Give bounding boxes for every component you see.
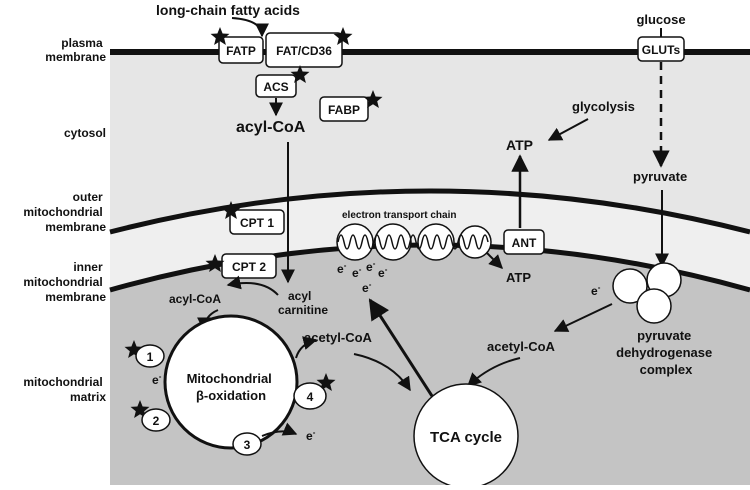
glycolysis-to-atp-arrow (547, 118, 589, 141)
carnitine-to-acylcoa-arrow (226, 275, 279, 296)
pdh-complex (612, 262, 682, 324)
star-fatp (210, 27, 230, 45)
etc-complex-4 (458, 225, 492, 259)
acetylcoa-right-to-tca-arrow (466, 357, 521, 387)
label-beta-oxidation: Mitochondrial β-oxidation (187, 371, 276, 403)
svg-text:FATP: FATP (226, 44, 256, 58)
pdh-to-acetylcoa-arrow (553, 303, 613, 332)
lcfa-entry-arrow (231, 17, 269, 38)
svg-text:e-: e- (366, 259, 376, 274)
cpt1-enzyme: CPT 1 (229, 209, 285, 235)
label-atp-cytosol: ATP (506, 137, 533, 153)
svg-text:3: 3 (244, 438, 251, 452)
beta-oxidation-cycle (163, 314, 299, 450)
label-acyl-carnitine: acyl carnitine (278, 289, 328, 317)
label-glycolysis: glycolysis (572, 99, 635, 114)
acs-enzyme: ACS (255, 74, 297, 98)
star-cpt2 (205, 254, 225, 272)
star-fat-cd36 (333, 27, 353, 45)
beta-ox-electron-1: e- (152, 372, 162, 387)
label-acyl-coa-matrix: acyl-CoA (169, 292, 221, 306)
svg-text:e-: e- (378, 265, 388, 280)
cpt2-enzyme: CPT 2 (221, 253, 277, 279)
label-atp-inner: ATP (506, 270, 531, 285)
step3-electron-arrow (261, 422, 298, 437)
svg-text:e-: e- (352, 265, 362, 280)
label-inner-membrane: inner mitochondrial membrane (23, 260, 106, 304)
beta-ox-step-1: 1 (135, 344, 165, 368)
label-acyl-coa-cytosol: acyl-CoA (236, 119, 306, 136)
star-acs (290, 65, 310, 83)
svg-text:CPT 2: CPT 2 (232, 260, 266, 274)
svg-text:FABP: FABP (328, 103, 360, 117)
label-pyruvate: pyruvate (633, 169, 687, 184)
ant-transporter: ANT (503, 229, 545, 255)
etc-to-atp-arrow (486, 252, 503, 269)
etc-electrons: e- e- e- e- e- (337, 259, 388, 295)
label-long-chain-fatty-acids: long-chain fatty acids (156, 2, 300, 18)
beta-ox-step-2: 2 (141, 408, 171, 432)
electron-transport-chain (336, 223, 492, 261)
label-pdh: pyruvate dehydrogenase complex (616, 328, 716, 377)
svg-text:1: 1 (147, 350, 154, 364)
fabp-protein: FABP (319, 96, 369, 122)
tca-to-etc-arrow (368, 298, 434, 397)
svg-text:4: 4 (307, 390, 314, 404)
svg-text:2: 2 (153, 414, 160, 428)
fatp-transporter: FATP (218, 36, 264, 64)
label-acetyl-coa-left: acetyl-CoA (304, 330, 373, 345)
svg-text:e-: e- (362, 280, 372, 295)
label-tca-cycle: TCA cycle (430, 429, 502, 446)
outer-membrane-line (109, 188, 750, 235)
gluts-transporter: GLUTs (637, 36, 685, 62)
etc-complex-2 (374, 223, 412, 261)
label-etc: electron transport chain (342, 210, 456, 221)
etc-complex-1 (336, 223, 374, 261)
etc-complex-3 (417, 223, 455, 261)
label-acetyl-coa-right: acetyl-CoA (487, 339, 556, 354)
svg-text:e-: e- (337, 261, 347, 276)
label-matrix: mitochondrial matrix (23, 375, 106, 404)
acetylcoa-left-to-tca-arrow (353, 353, 411, 392)
svg-text:FAT/CD36: FAT/CD36 (276, 44, 332, 58)
svg-text:ANT: ANT (512, 236, 537, 250)
pdh-electron: e- (591, 283, 601, 298)
beta-ox-to-acetylcoa-arrow (295, 336, 318, 359)
svg-text:ACS: ACS (263, 80, 288, 94)
star-cpt1 (221, 201, 241, 219)
star-fabp (363, 90, 383, 108)
label-cytosol: cytosol (64, 126, 106, 140)
beta-ox-step-3: 3 (232, 432, 262, 456)
beta-ox-step-4: 4 (293, 382, 327, 410)
label-outer-membrane: outer mitochondrial membrane (23, 190, 106, 234)
etc-coil (337, 234, 489, 250)
fat-cd36-transporter: FAT/CD36 (265, 32, 343, 68)
svg-text:GLUTs: GLUTs (642, 43, 681, 57)
label-glucose: glucose (636, 12, 685, 27)
label-plasma-membrane: plasma membrane (45, 36, 106, 64)
svg-text:CPT 1: CPT 1 (240, 216, 274, 230)
beta-ox-electron-3: e- (306, 428, 316, 443)
